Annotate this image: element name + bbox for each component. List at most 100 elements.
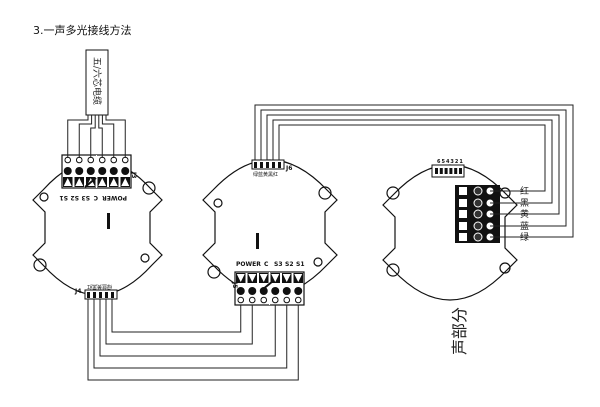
cable-wire (90, 115, 96, 158)
dip-switch-toggle (439, 168, 443, 174)
middle-board-mount-hole (213, 198, 223, 208)
sound-part-label: 声部分 (450, 307, 469, 355)
wire-label-yellow: 黄 (520, 208, 529, 220)
left-board-mount-hole (140, 253, 150, 263)
terminal-screw-icon (110, 156, 118, 164)
jumper-wire (84, 177, 97, 188)
diagram-title: 3.一声多光接线方法 (33, 24, 132, 37)
middle-terminal-label-s1: S1 (296, 261, 305, 268)
right-board-mount-hole (386, 186, 400, 200)
middle-connector-id: J6 (285, 165, 292, 172)
left-board-mount-hole (39, 192, 49, 202)
terminal-clamp-icon (236, 287, 245, 295)
middle-board-mount-hole (207, 265, 221, 279)
cable-wire (101, 115, 115, 158)
terminal-clamp-icon (473, 232, 483, 242)
terminal-screw-icon (294, 296, 302, 304)
cable-sheath (85, 49, 109, 116)
terminal-slot (459, 187, 467, 195)
middle-terminal-label-power: POWER (236, 261, 261, 268)
connector-pin (254, 162, 257, 168)
connector-pin (105, 292, 108, 298)
terminal-triangle-icon (98, 178, 107, 186)
middle-terminal-id: J5 (231, 281, 238, 288)
terminal-triangle-icon (248, 274, 257, 282)
terminal-screw-icon (271, 296, 279, 304)
left-terminal-label-power: POWER (102, 194, 127, 201)
wire-label-blue: 蓝 (520, 220, 529, 232)
connector-pin (111, 292, 114, 298)
wire-label-red: 红 (520, 185, 529, 197)
terminal-slot (459, 222, 467, 230)
left-board-mount-hole (33, 258, 47, 272)
left-board-mount-hole (142, 181, 156, 195)
signal-wire (254, 104, 574, 238)
left-terminal-label-c: C (93, 194, 98, 201)
board-marker (107, 213, 110, 229)
terminal-triangle-icon (63, 178, 72, 186)
terminal-triangle-icon (236, 274, 245, 282)
terminal-clamp-icon (248, 287, 257, 295)
signal-wire (111, 299, 242, 333)
terminal-screw-icon (121, 156, 129, 164)
terminal-clamp-icon (63, 167, 72, 175)
dip-switch-toggle (454, 168, 458, 174)
terminal-clamp-icon (121, 167, 130, 175)
terminal-triangle-icon (271, 274, 280, 282)
terminal-screw-icon (64, 156, 72, 164)
middle-terminal-label-c: C (264, 261, 269, 268)
cable-label: 五/六芯电缆 (91, 57, 103, 105)
terminal-screw-icon (237, 296, 245, 304)
right-board-mount-hole (386, 263, 400, 277)
left-terminal-label-s2: S2 (71, 194, 80, 201)
terminal-triangle-icon (75, 178, 84, 186)
dip-switch-toggle (444, 168, 448, 174)
terminal-screw-icon (75, 156, 83, 164)
terminal-clamp-icon (86, 167, 95, 175)
terminal-screw-icon (87, 156, 95, 164)
left-terminal-label-s1: S1 (60, 194, 69, 201)
terminal-clamp-icon (98, 167, 107, 175)
terminal-triangle-icon (259, 274, 268, 282)
middle-board-mount-hole (318, 186, 332, 200)
terminal-clamp-icon (473, 186, 483, 196)
signal-wire (99, 299, 276, 357)
terminal-screw-icon (260, 296, 268, 304)
jumper-wire (261, 280, 274, 291)
terminal-triangle-icon (121, 178, 130, 186)
middle-board-mount-hole (313, 257, 323, 267)
dip-switch-toggle (459, 168, 462, 174)
left-terminal-label-s3: S3 (82, 194, 91, 201)
terminal-clamp-icon (271, 287, 280, 295)
signal-wire (278, 124, 546, 192)
middle-terminal-label-s3: S3 (274, 261, 283, 268)
terminal-triangle-icon (109, 178, 118, 186)
cable-wire (105, 115, 126, 158)
dip-numbers: 654321 (437, 159, 464, 165)
connector-pin (260, 162, 263, 168)
cable-wire (98, 115, 103, 158)
signal-wire (87, 299, 299, 381)
terminal-clamp-icon (473, 221, 483, 231)
terminal-clamp-icon (473, 198, 483, 208)
middle-terminal-label-s2: S2 (285, 261, 294, 268)
right-board-mount-hole (499, 262, 511, 274)
connector-pin (278, 162, 281, 168)
signal-wire (260, 109, 567, 227)
middle-connector-colors: 绿蓝黄黑红 (253, 171, 278, 178)
terminal-clamp-icon (75, 167, 84, 175)
terminal-screw-icon (98, 156, 106, 164)
signal-wire (266, 114, 560, 215)
terminal-screw-icon (283, 296, 291, 304)
terminal-slot (459, 233, 467, 241)
dip-switch-toggle (435, 168, 438, 174)
terminal-screw-icon (248, 296, 256, 304)
terminal-clamp-icon (294, 287, 303, 295)
left-connector-id: J4 (74, 288, 81, 295)
signal-wire (272, 119, 553, 204)
connector-pin (93, 292, 96, 298)
terminal-clamp-icon (109, 167, 118, 175)
connector-pin (272, 162, 275, 168)
